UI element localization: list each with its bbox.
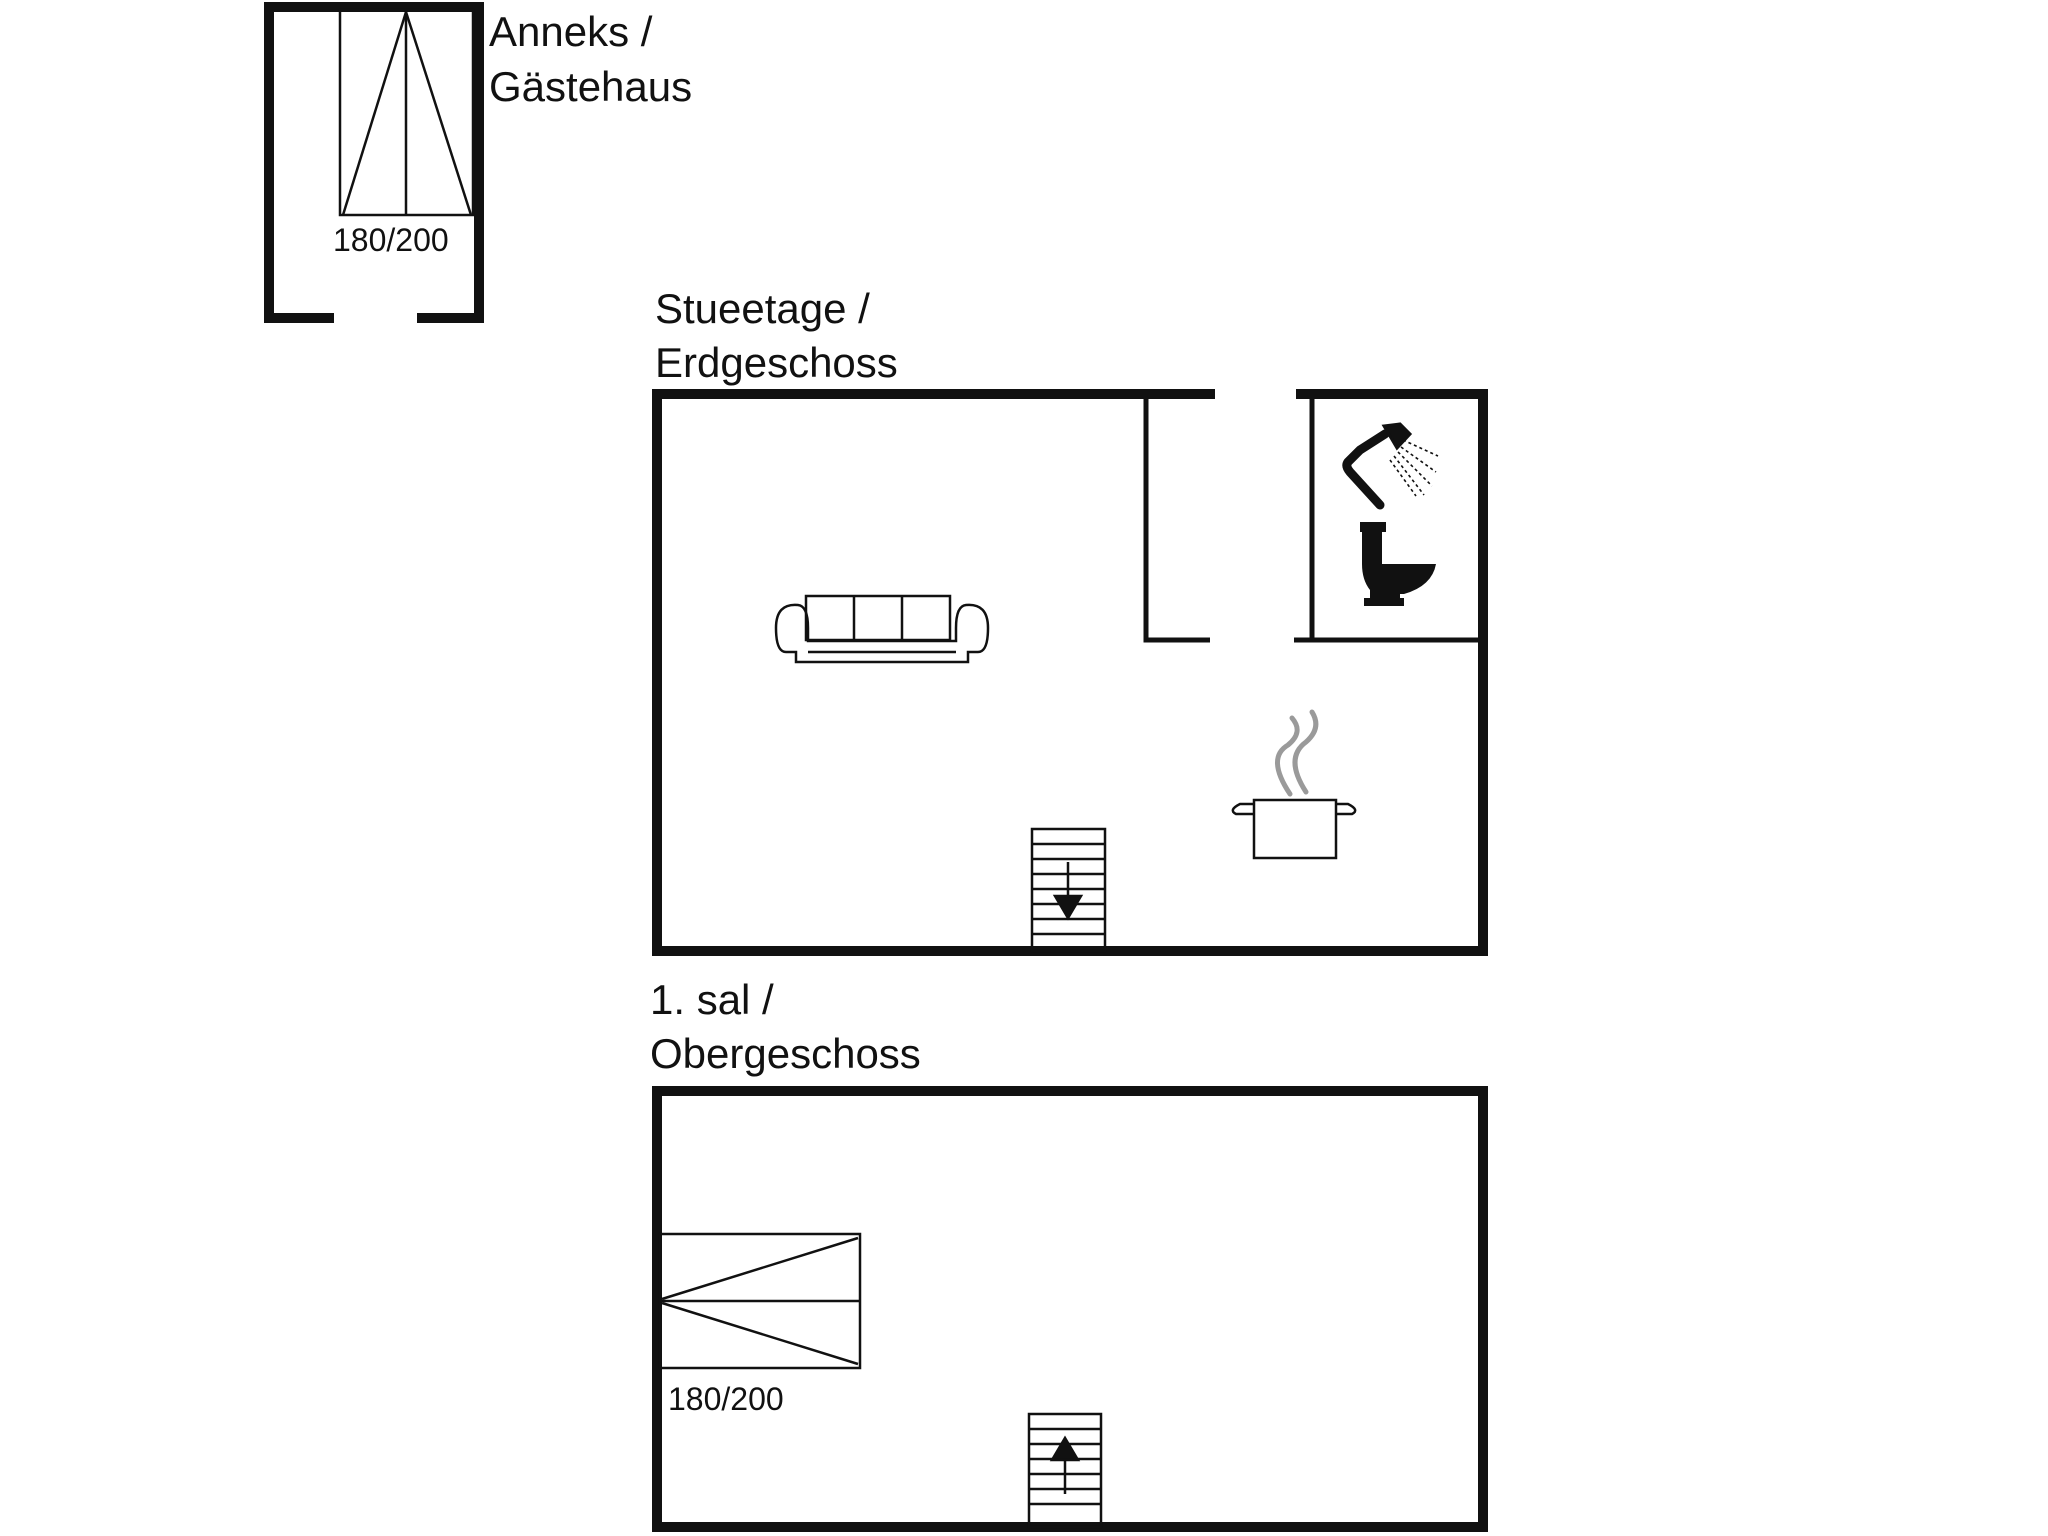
annex-bed-size: 180/200 — [333, 222, 449, 258]
annex-title-line2: Gästehaus — [489, 63, 693, 110]
ground-floor-title-line1: Stueetage / — [655, 285, 870, 332]
upper-floor-plan — [652, 1086, 1488, 1532]
ground-floor-plan — [652, 389, 1488, 956]
upper-floor-outer-walls — [652, 1086, 1488, 1532]
upper-floor-bed-size: 180/200 — [668, 1381, 784, 1417]
annex-plan — [264, 2, 484, 323]
double-bed-icon — [658, 1232, 862, 1370]
sofa-icon — [774, 594, 990, 664]
ground-floor-bath-wall-left — [1143, 394, 1210, 643]
cooking-pot-icon — [1231, 709, 1357, 860]
upper-floor-title-line2: Obergeschoss — [650, 1030, 921, 1077]
annex-title-line1: Anneks / — [489, 8, 653, 55]
shower-icon — [1342, 422, 1439, 510]
annex-walls — [264, 2, 484, 323]
toilet-icon — [1360, 522, 1436, 606]
ground-floor-title-line2: Erdgeschoss — [655, 339, 898, 386]
ground-floor-bath-wall-right — [1294, 394, 1483, 643]
stairs-down-icon — [1030, 827, 1107, 953]
double-bed-icon — [338, 8, 475, 217]
upper-floor-title-line1: 1. sal / — [650, 976, 774, 1023]
stairs-up-icon — [1027, 1412, 1103, 1529]
